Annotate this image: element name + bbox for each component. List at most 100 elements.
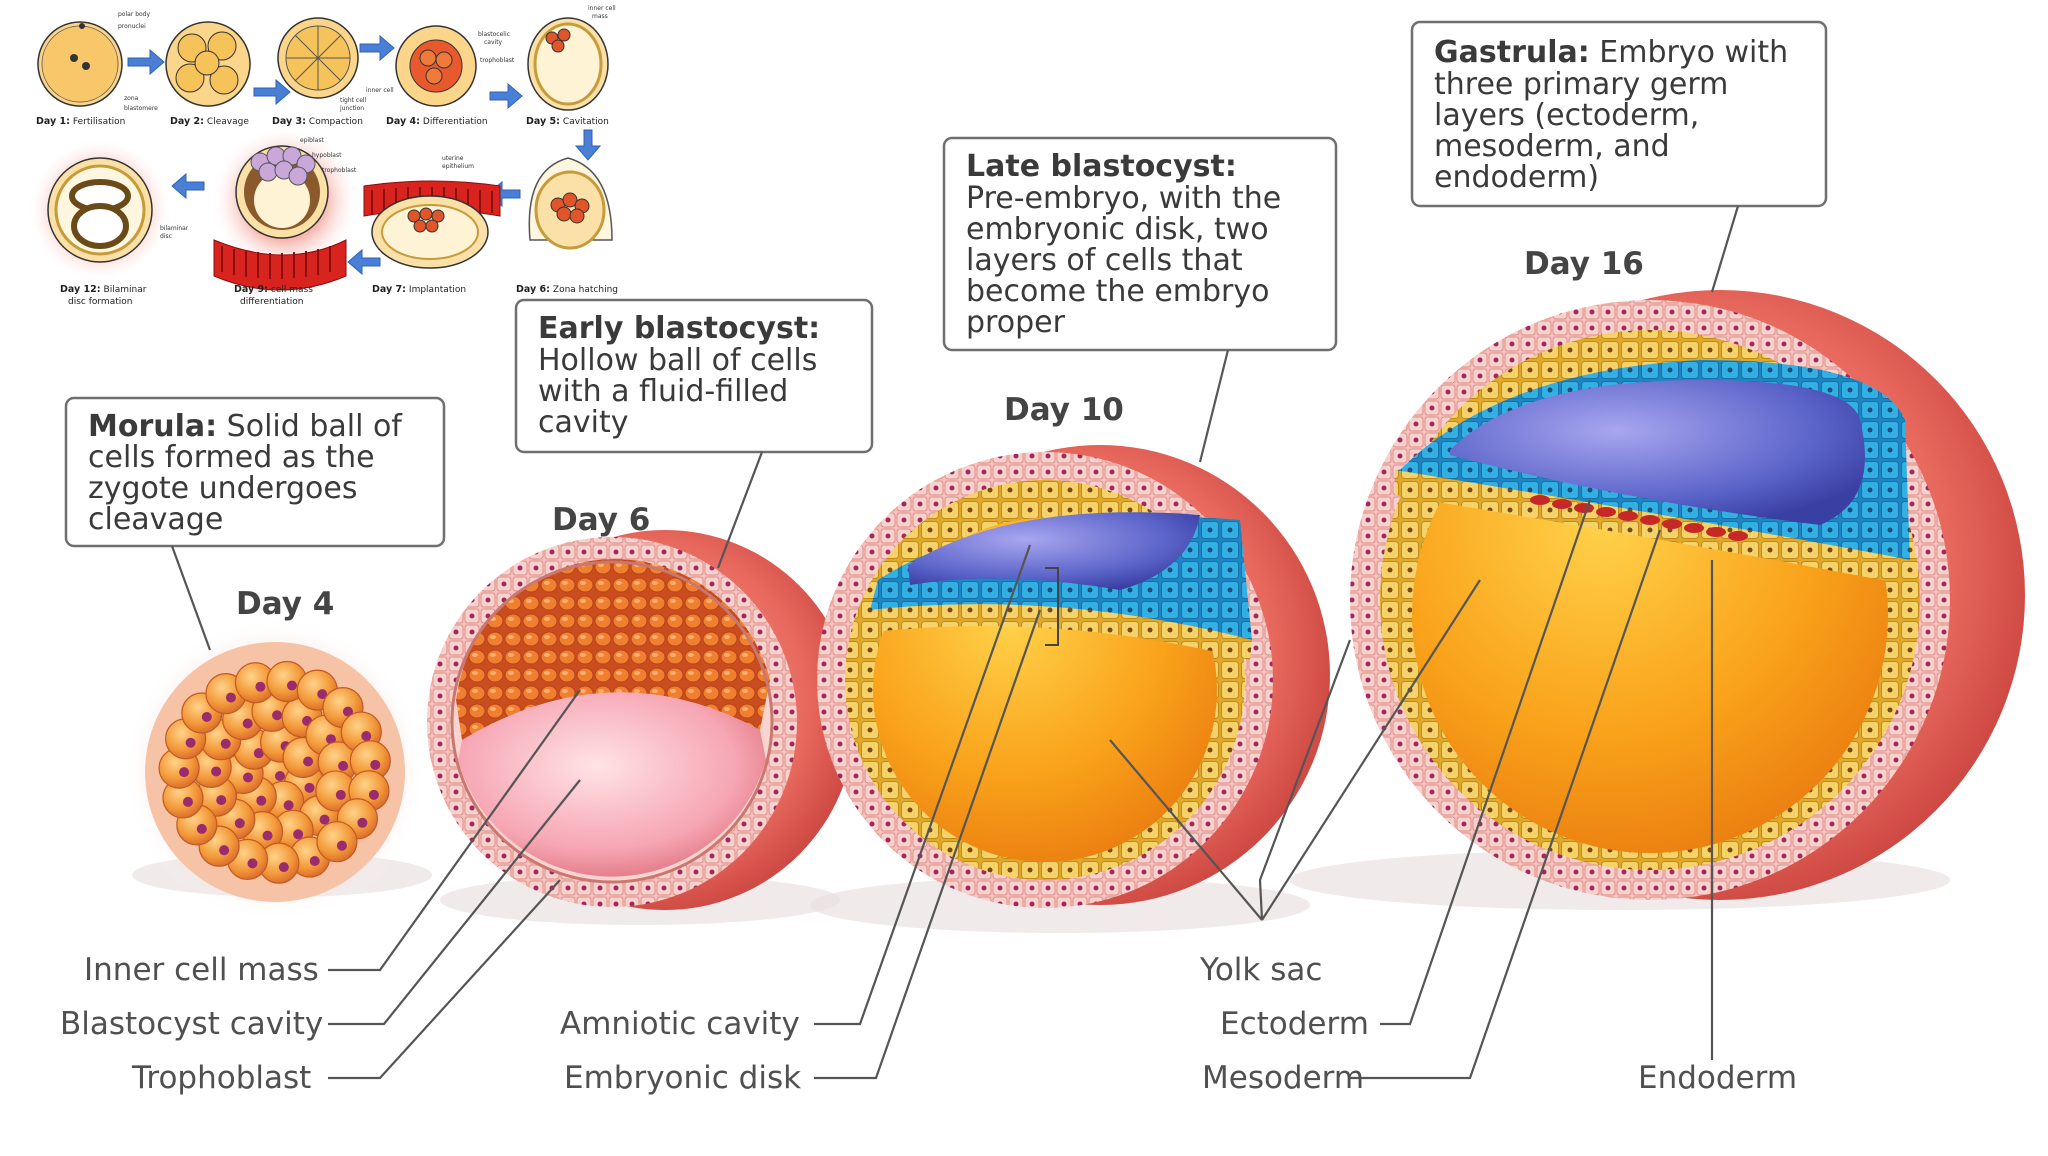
morula-cell-nucleus [325, 734, 336, 745]
inset-caption-day12-line2: disc formation [68, 297, 132, 307]
morula-cell-nucleus [185, 737, 196, 748]
morula-cell-nucleus [262, 830, 273, 841]
label-yolk-sac: Yolk sac [1199, 952, 1322, 988]
label-ectoderm: Ectoderm [1220, 1006, 1369, 1042]
callout-early-line2: Hollow ball of cells [538, 343, 817, 378]
morula-cell-nucleus [182, 796, 193, 807]
morula-illustration [123, 618, 432, 922]
inset-epiblast-label: epiblast [300, 137, 324, 144]
morula-cell-nucleus [272, 710, 283, 721]
label-endoderm: Endoderm [1638, 1060, 1797, 1096]
day-6-label: Day 6 [552, 502, 650, 538]
inset-caption-day6: Day 6:Zona hatching [516, 284, 618, 295]
inset-arrow-1 [127, 48, 165, 76]
callout-morula-line3: zygote undergoes [88, 471, 357, 506]
callout-late-line4: layers of cells that [966, 243, 1243, 278]
callout-late-line5: become the embryo [966, 274, 1270, 309]
morula-cell-nucleus [286, 680, 297, 691]
inset-trophoblast-label: trophoblast [480, 57, 515, 64]
inset-caption-day5: Day 5:Cavitation [526, 116, 609, 127]
inset-epithelium-label: epithelium [442, 163, 474, 170]
inset-day12-bilaminar-disc [28, 138, 172, 282]
callout-gastrula: Gastrula: Embryo with three primary germ… [1410, 20, 1828, 293]
inset-junction-label: junction [339, 105, 364, 112]
morula-cell-nucleus [220, 738, 231, 749]
morula-cell-nucleus [219, 845, 230, 856]
callout-late-blastocyst: Late blastocyst: Pre-embryo, with the em… [942, 136, 1338, 463]
callout-early-line3: with a fluid-filled [538, 374, 788, 409]
label-trophoblast: Trophoblast [131, 1060, 311, 1096]
inset-day6-zona-hatching [528, 157, 613, 250]
inset-tight-cell-label: tight cell [340, 97, 367, 104]
callout-late-line6: proper [966, 305, 1066, 340]
inset-caption-day4: Day 4:Differentiation [386, 116, 488, 127]
morula-cell-nucleus [179, 767, 190, 778]
inset-day7-implantation [363, 180, 501, 269]
day-16-label: Day 16 [1524, 246, 1644, 282]
inset-caption-day12: Day 12:Bilaminar [60, 284, 147, 295]
morula-cell-nucleus [234, 818, 245, 829]
early-blastocyst-illustration [427, 530, 855, 925]
morula-cell-nucleus [242, 718, 253, 729]
morula-cell-nucleus [336, 840, 347, 851]
inset-diagram: polar body pronuclei zona blastomere tig… [28, 5, 618, 307]
callout-early-blastocyst: Early blastocyst: Hollow ball of cells w… [514, 298, 874, 569]
morula-cell-nucleus [368, 789, 379, 800]
callout-late-line3: embryonic disk, two [966, 212, 1269, 247]
morula-cell-nucleus [309, 856, 320, 867]
morula-cell-nucleus [342, 706, 353, 717]
morula-cell-nucleus [361, 731, 372, 742]
inset-caption-day1: Day 1:Fertilisation [36, 116, 125, 127]
morula-cell-nucleus [283, 800, 294, 811]
inset-day3-compaction [277, 17, 359, 99]
inset-hypoblast-label: hypoblast [312, 152, 342, 159]
inset-pronuclei-label: pronuclei [118, 23, 146, 30]
inset-arrow-7 [347, 248, 381, 276]
morula-cell-nucleus [370, 759, 381, 770]
inset-arrow-3 [359, 34, 395, 62]
inset-caption-day3: Day 3:Compaction [272, 116, 363, 127]
morula-cell-nucleus [225, 692, 236, 703]
inset-caption-day9: Day 9:cell mass [234, 284, 313, 295]
inset-inner-cell-label: inner cell [366, 87, 394, 94]
leader-lines [328, 499, 1714, 1080]
inset-bilaminar-label: bilaminar [160, 225, 189, 232]
morula-cell-nucleus [247, 858, 258, 869]
callout-late-line1: Late blastocyst: [966, 149, 1237, 184]
morula-cell-nucleus [304, 782, 315, 793]
morula-cell-nucleus [293, 829, 304, 840]
morula-cell-nucleus [255, 681, 266, 692]
inset-disc-label: disc [160, 233, 172, 240]
inset-uterine-label: uterine [442, 155, 464, 162]
callout-early-line4: cavity [538, 405, 628, 440]
morula-cell-nucleus [211, 766, 222, 777]
morula-cell-nucleus [256, 795, 267, 806]
day-10-label: Day 10 [1004, 392, 1124, 428]
inset-day1-zygote [37, 21, 123, 107]
inset-polar-body-label: polar body [118, 11, 150, 18]
callout-gastrula-line1: Gastrula: Embryo with [1434, 35, 1788, 70]
inset-arrow-5 [574, 129, 602, 161]
gastrula-illustration [1290, 290, 2025, 910]
inset-inner-cell-mass-label-1: inner cell [588, 5, 616, 12]
inset-arrow-2 [253, 78, 291, 106]
callout-gastrula-line4: mesoderm, and [1434, 129, 1670, 164]
callout-morula-line4: cleavage [88, 502, 223, 537]
inset-arrow-4 [489, 82, 523, 110]
morula-cell-nucleus [201, 711, 212, 722]
late-blastocyst-illustration [810, 445, 1330, 933]
morula-cells [158, 660, 391, 884]
label-inner-cell-mass: Inner cell mass [84, 952, 319, 988]
morula-cell-nucleus [303, 756, 314, 767]
label-mesoderm: Mesoderm [1202, 1060, 1364, 1096]
inset-zona-label: zona [124, 95, 139, 102]
morula-cell-nucleus [196, 823, 207, 834]
morula-cell-nucleus [243, 772, 254, 783]
callout-gastrula-line2: three primary germ [1434, 67, 1728, 102]
inset-blastomere-label: blastomere [124, 105, 158, 112]
inset-day5-cavitation [527, 17, 609, 111]
callout-gastrula-line5: endoderm) [1434, 160, 1599, 195]
callout-early-line1: Early blastocyst: [538, 311, 820, 346]
